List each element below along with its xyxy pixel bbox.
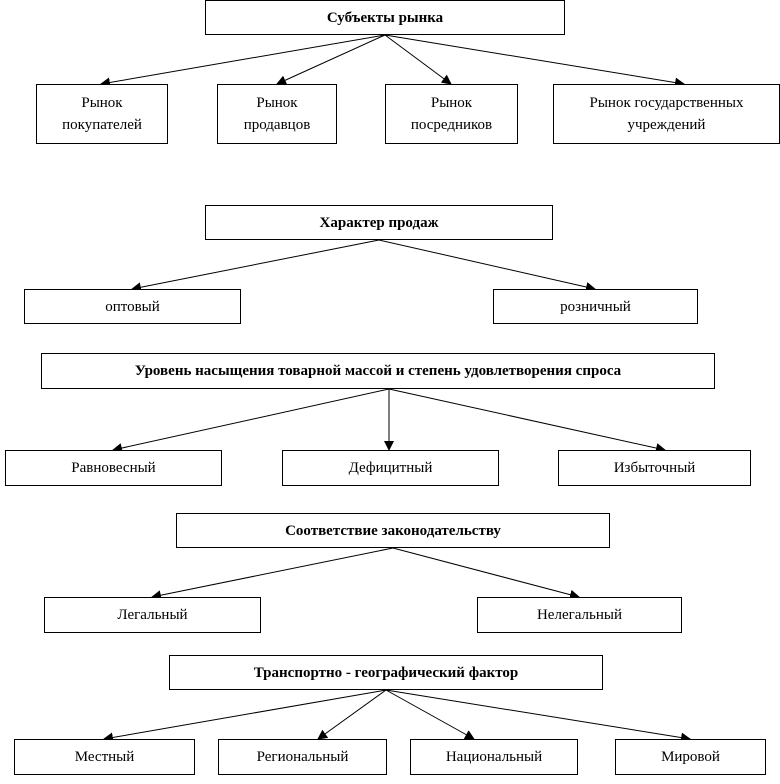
- arrow-subjects-intermediaries: [384, 34, 452, 85]
- deficit-box: Дефицитный: [282, 450, 499, 486]
- local-box: Местный: [14, 739, 195, 775]
- surplus-box: Избыточный: [558, 450, 751, 486]
- legislation-heading: Соответствие законодательству: [176, 513, 610, 548]
- arrow-legislation-legal: [151, 547, 394, 601]
- arrow-geo-regional: [317, 689, 387, 740]
- arrow-geo-local: [103, 689, 387, 743]
- intermediaries-market-box: Рынок посредников: [385, 84, 518, 144]
- equilibrium-box: Равновесный: [5, 450, 222, 486]
- government-market-box: Рынок государственных учреждений: [553, 84, 780, 144]
- subjects-heading: Субъекты рынка: [205, 0, 565, 35]
- arrow-subjects-government: [384, 34, 685, 88]
- sellers-market-box: Рынок продавцов: [217, 84, 337, 144]
- sales-character-heading: Характер продаж: [205, 205, 553, 240]
- arrow-saturation-equilibrium: [112, 388, 390, 453]
- buyers-market-box: Рынок покупателей: [36, 84, 168, 144]
- arrow-geo-global: [385, 689, 691, 743]
- arrow-sales-wholesale: [131, 239, 380, 293]
- wholesale-box: оптовый: [24, 289, 241, 324]
- legal-box: Легальный: [44, 597, 261, 633]
- arrow-saturation-surplus: [388, 388, 666, 453]
- illegal-box: Нелегальный: [477, 597, 682, 633]
- saturation-level-heading: Уровень насыщения товарной массой и степ…: [41, 353, 715, 389]
- arrow-subjects-buyers: [100, 34, 386, 88]
- arrow-geo-national: [385, 689, 475, 740]
- arrow-subjects-sellers: [276, 34, 386, 85]
- global-box: Мировой: [615, 739, 766, 775]
- retail-box: розничный: [493, 289, 698, 324]
- national-box: Национальный: [410, 739, 578, 775]
- regional-box: Региональный: [218, 739, 387, 775]
- geo-factor-heading: Транспортно - географический фактор: [169, 655, 603, 690]
- arrow-sales-retail: [378, 239, 596, 292]
- arrow-legislation-illegal: [392, 547, 580, 600]
